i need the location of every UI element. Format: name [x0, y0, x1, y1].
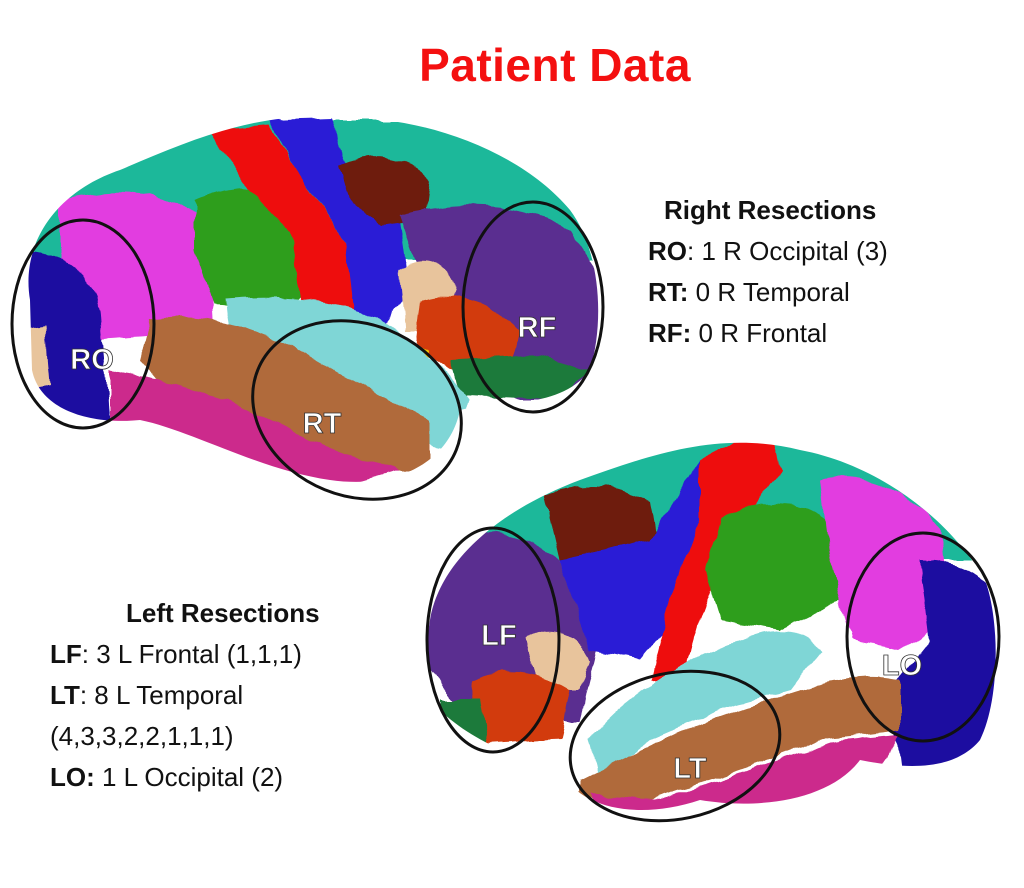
- legend-item-rf: RF: 0 R Frontal: [648, 318, 828, 348]
- ellipse-lf: [425, 526, 561, 754]
- legend-item-lf: LF: 3 L Frontal (1,1,1): [50, 639, 302, 669]
- ellipse-lt: [568, 669, 782, 823]
- label-rf: RF: [518, 312, 557, 344]
- region-orange-red-l: [470, 671, 570, 745]
- region-blue: [270, 118, 410, 330]
- region-purple-frontal: [400, 205, 599, 400]
- ellipse-ro: [10, 218, 156, 430]
- region-dark-green: [450, 355, 590, 400]
- legend-item-ro: RO: 1 R Occipital (3): [648, 236, 888, 266]
- region-green-l: [705, 503, 840, 630]
- region-orange-red: [415, 296, 520, 370]
- region-brown-temporal-l: [580, 677, 900, 800]
- ellipse-rf: [461, 200, 605, 414]
- left-resections-legend: Left Resections LF: 3 L Frontal (1,1,1) …: [50, 593, 320, 798]
- region-magenta-l: [820, 477, 950, 650]
- label-lf: LF: [481, 620, 516, 652]
- region-magenta: [60, 192, 215, 340]
- region-tan-pole: [28, 325, 50, 390]
- left-hemisphere: [427, 442, 996, 810]
- label-rt: RT: [303, 408, 342, 440]
- legend-item-lt-detail: (4,3,3,2,2,1,1,1): [50, 721, 234, 751]
- region-light-cyan-l: [590, 631, 820, 780]
- right-hemisphere: [28, 118, 599, 482]
- region-maroon: [340, 156, 430, 225]
- region-pink-inferior-l: [590, 735, 900, 810]
- right-resections-heading: Right Resections: [664, 195, 877, 225]
- ellipse-rt: [251, 319, 463, 501]
- region-brown-temporal: [140, 316, 430, 470]
- label-ro: RO: [70, 344, 114, 376]
- left-resections-heading: Left Resections: [126, 598, 320, 628]
- label-lt: LT: [673, 753, 707, 785]
- region-dark-blue-occipital-l: [890, 560, 996, 770]
- right-resections-legend: Right Resections RO: 1 R Occipital (3) R…: [648, 190, 888, 354]
- legend-item-lt: LT: 8 L Temporal: [50, 680, 244, 710]
- page-title: Patient Data: [419, 39, 691, 91]
- region-red: [210, 125, 360, 335]
- legend-item-lo: LO: 1 L Occipital (2): [50, 762, 284, 792]
- legend-item-rt: RT: 0 R Temporal: [648, 277, 850, 307]
- ellipse-lo: [845, 531, 1001, 743]
- label-lo: LO: [882, 650, 922, 682]
- region-pink-inferior: [110, 370, 400, 482]
